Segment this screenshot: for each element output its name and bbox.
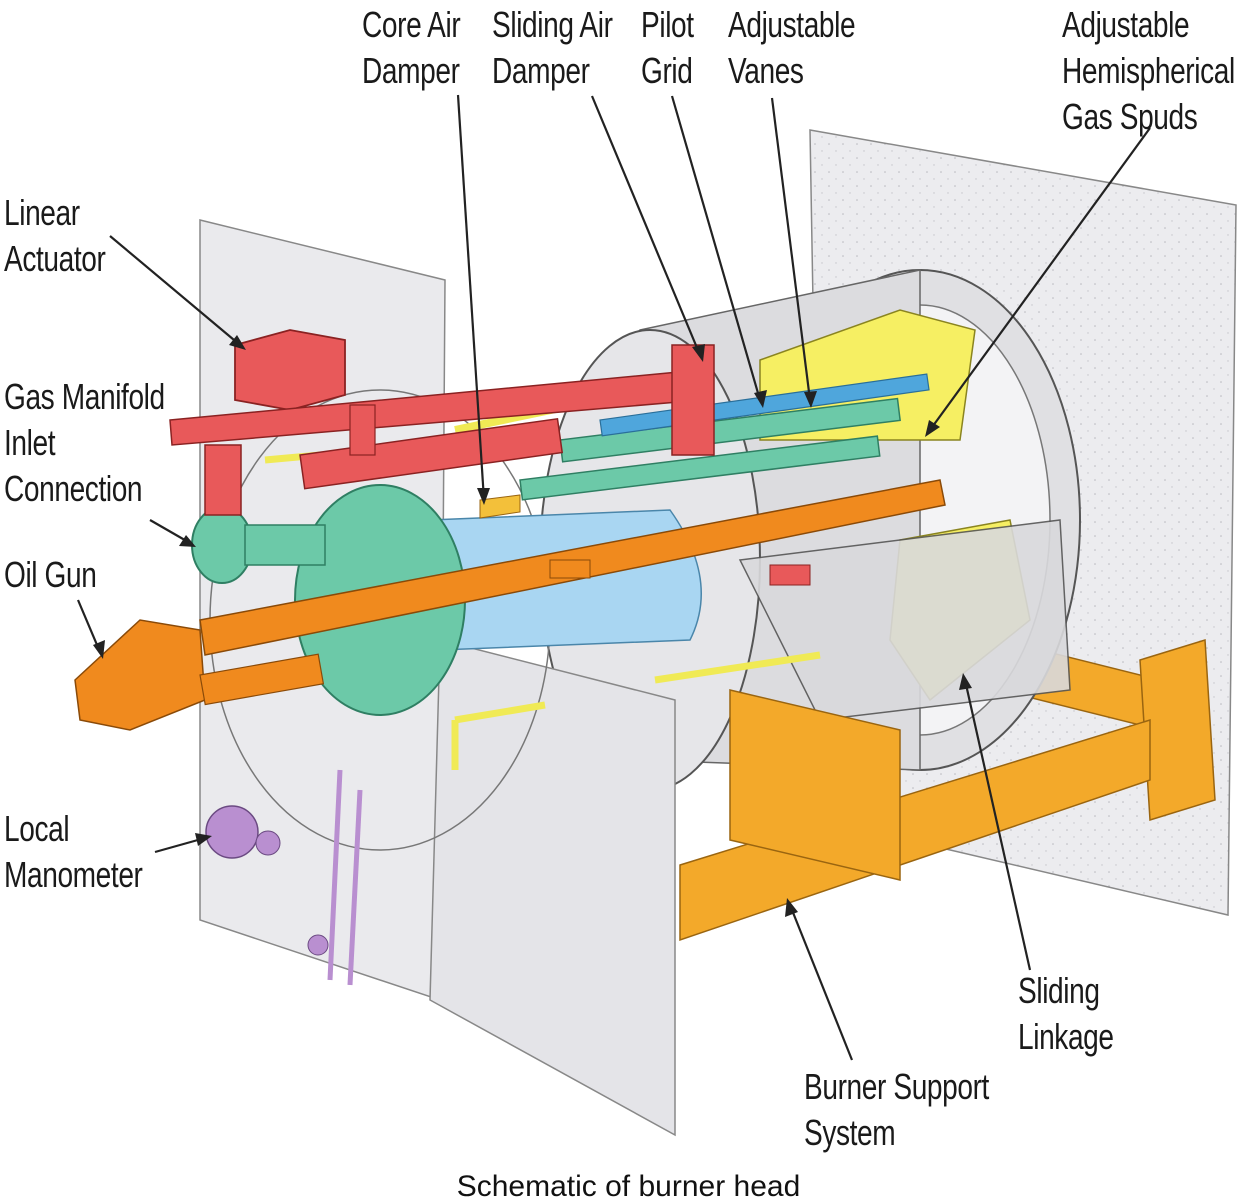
sliding-housing: [738, 519, 1071, 721]
figure-caption: Schematic of burner head: [456, 1170, 801, 1203]
gas-manifold-inlet: [191, 506, 253, 584]
support-beam-front: [679, 718, 1151, 942]
leader-lines: [76, 94, 1151, 1061]
label-linear-actuator: Linear Actuator: [4, 192, 106, 279]
green-gas-pipe-mid: [519, 435, 881, 501]
label-gas-spuds: Adjustable Hemispherical Gas Spuds: [1062, 4, 1235, 137]
label-burner-support: Burner Support System: [804, 1066, 989, 1153]
label-adjustable-vanes: Adjustable Vanes: [728, 4, 856, 91]
adjustable-vanes-shape: [759, 309, 976, 441]
label-local-manometer: Local Manometer: [4, 808, 143, 895]
support-beam-upright: [1139, 639, 1216, 821]
label-pilot-grid: Pilot Grid: [641, 4, 694, 91]
label-oil-gun: Oil Gun: [4, 554, 97, 595]
label-sliding-air-damper: Sliding Air Damper: [492, 4, 613, 91]
label-gas-manifold: Gas Manifold Inlet Connection: [4, 376, 165, 509]
front-wall-panel-lower: [429, 639, 676, 1137]
linear-actuator-box: [234, 329, 346, 411]
label-sliding-linkage: Sliding Linkage: [1018, 970, 1114, 1057]
manometer-dial: [205, 805, 259, 859]
support-beam-cross: [729, 689, 901, 881]
label-core-air-damper: Core Air Damper: [362, 4, 461, 91]
